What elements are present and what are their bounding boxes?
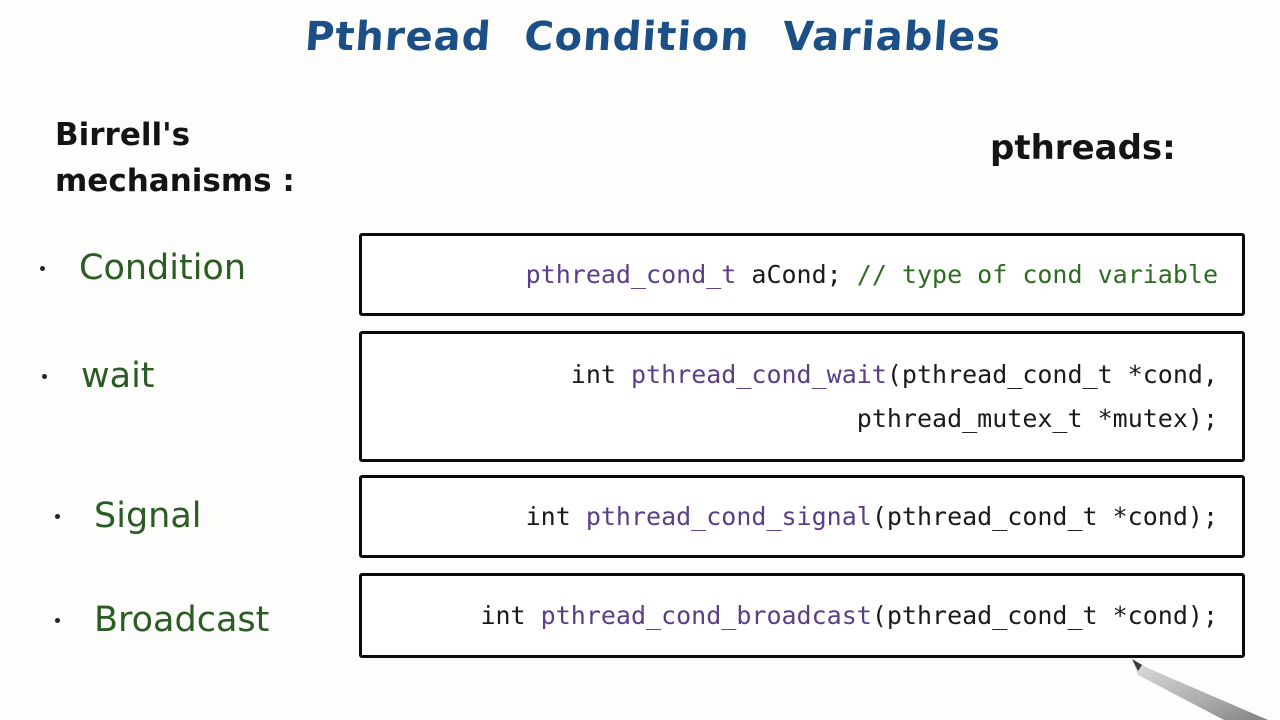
mechanism-label: Condition	[79, 248, 247, 288]
code-text: aCond;	[736, 259, 857, 289]
code-text: (pthread_cond_t *cond);	[871, 501, 1218, 531]
code-comment: // type of cond variable	[856, 259, 1218, 289]
code-line: pthread_cond_t aCond; // type of cond va…	[362, 253, 1218, 297]
pthreads-heading: pthreads:	[990, 128, 1176, 168]
code-line: int pthread_cond_wait(pthread_cond_t *co…	[362, 353, 1218, 397]
mechanism-broadcast: Broadcast	[55, 600, 269, 640]
page-title: Pthread Condition Variables	[303, 14, 1003, 60]
mechanism-wait: wait	[42, 356, 155, 396]
bullet-dot	[40, 265, 45, 271]
mechanism-condition: Condition	[40, 248, 246, 288]
code-text: (pthread_cond_t *cond);	[871, 600, 1218, 630]
code-text: int	[570, 359, 631, 389]
pen-pointer-icon	[1132, 659, 1268, 720]
code-text: pthread_mutex_t *mutex);	[856, 403, 1218, 433]
code-text: int	[525, 501, 586, 531]
mechanism-label: Signal	[94, 496, 202, 536]
code-box-broadcast: int pthread_cond_broadcast(pthread_cond_…	[359, 573, 1245, 658]
code-type: pthread_cond_t	[525, 259, 737, 289]
code-line: int pthread_cond_broadcast(pthread_cond_…	[362, 594, 1218, 638]
code-line: int pthread_cond_signal(pthread_cond_t *…	[362, 495, 1218, 539]
code-function-name: pthread_cond_broadcast	[540, 600, 872, 630]
code-text: (pthread_cond_t *cond,	[886, 359, 1218, 389]
code-box-wait: int pthread_cond_wait(pthread_cond_t *co…	[359, 331, 1245, 462]
mechanism-signal: Signal	[55, 496, 202, 536]
birrell-mechanisms-heading: Birrell's mechanisms :	[55, 117, 295, 199]
code-function-name: pthread_cond_wait	[630, 359, 887, 389]
mechanism-label: Broadcast	[94, 600, 270, 640]
code-function-name: pthread_cond_signal	[585, 501, 872, 531]
code-box-condition: pthread_cond_t aCond; // type of cond va…	[359, 233, 1245, 316]
code-box-signal: int pthread_cond_signal(pthread_cond_t *…	[359, 475, 1245, 558]
code-line: pthread_mutex_t *mutex);	[362, 397, 1218, 441]
code-text: int	[480, 600, 541, 630]
mechanism-label: wait	[81, 356, 155, 396]
bullet-dot	[42, 373, 47, 379]
bullet-dot	[55, 617, 60, 623]
bullet-dot	[55, 513, 60, 519]
